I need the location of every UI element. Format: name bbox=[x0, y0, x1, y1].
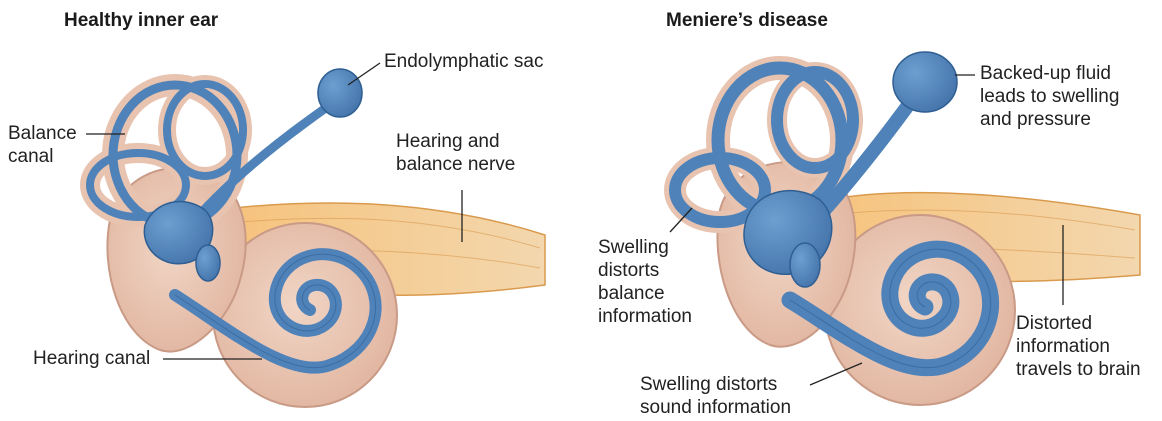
label-distorted-line-1: Distorted bbox=[1016, 312, 1141, 335]
label-hearing-canal: Hearing canal bbox=[33, 347, 150, 370]
label-distorted-line-3: travels to brain bbox=[1016, 358, 1141, 381]
label-swelling-sound-line-1: Swelling distorts bbox=[640, 373, 791, 396]
label-balance-canal: Balance canal bbox=[8, 122, 77, 168]
label-distorted-line-2: information bbox=[1016, 335, 1141, 358]
label-swelling-balance-line-2: distorts bbox=[598, 259, 692, 282]
label-nerve-line-1: Hearing and bbox=[396, 130, 515, 153]
label-swelling-sound: Swelling distorts sound information bbox=[640, 373, 791, 419]
label-nerve-line-2: balance nerve bbox=[396, 153, 515, 176]
healthy-ear-illustration bbox=[90, 69, 545, 407]
label-swelling-balance-line-4: information bbox=[598, 305, 692, 328]
label-distorted-information: Distorted information travels to brain bbox=[1016, 312, 1141, 381]
label-swelling-sound-line-2: sound information bbox=[640, 396, 791, 419]
label-hearing-balance-nerve: Hearing and balance nerve bbox=[396, 130, 515, 176]
label-backed-up-line-1: Backed-up fluid bbox=[980, 62, 1119, 85]
label-backed-up-fluid: Backed-up fluid leads to swelling and pr… bbox=[980, 62, 1119, 131]
label-backed-up-line-3: and pressure bbox=[980, 108, 1119, 131]
label-balance-canal-line-2: canal bbox=[8, 145, 77, 168]
label-endolymphatic-sac: Endolymphatic sac bbox=[384, 50, 543, 73]
label-balance-canal-line-1: Balance bbox=[8, 122, 77, 145]
meniere-panel-title: Meniere’s disease bbox=[666, 10, 828, 32]
label-swelling-balance-line-1: Swelling bbox=[598, 236, 692, 259]
endolymphatic-sac bbox=[318, 69, 362, 117]
label-swelling-balance-line-3: balance bbox=[598, 282, 692, 305]
label-backed-up-line-2: leads to swelling bbox=[980, 85, 1119, 108]
healthy-panel-title: Healthy inner ear bbox=[64, 10, 218, 32]
label-swelling-balance: Swelling distorts balance information bbox=[598, 236, 692, 328]
swollen-endolymphatic-sac bbox=[893, 52, 957, 112]
